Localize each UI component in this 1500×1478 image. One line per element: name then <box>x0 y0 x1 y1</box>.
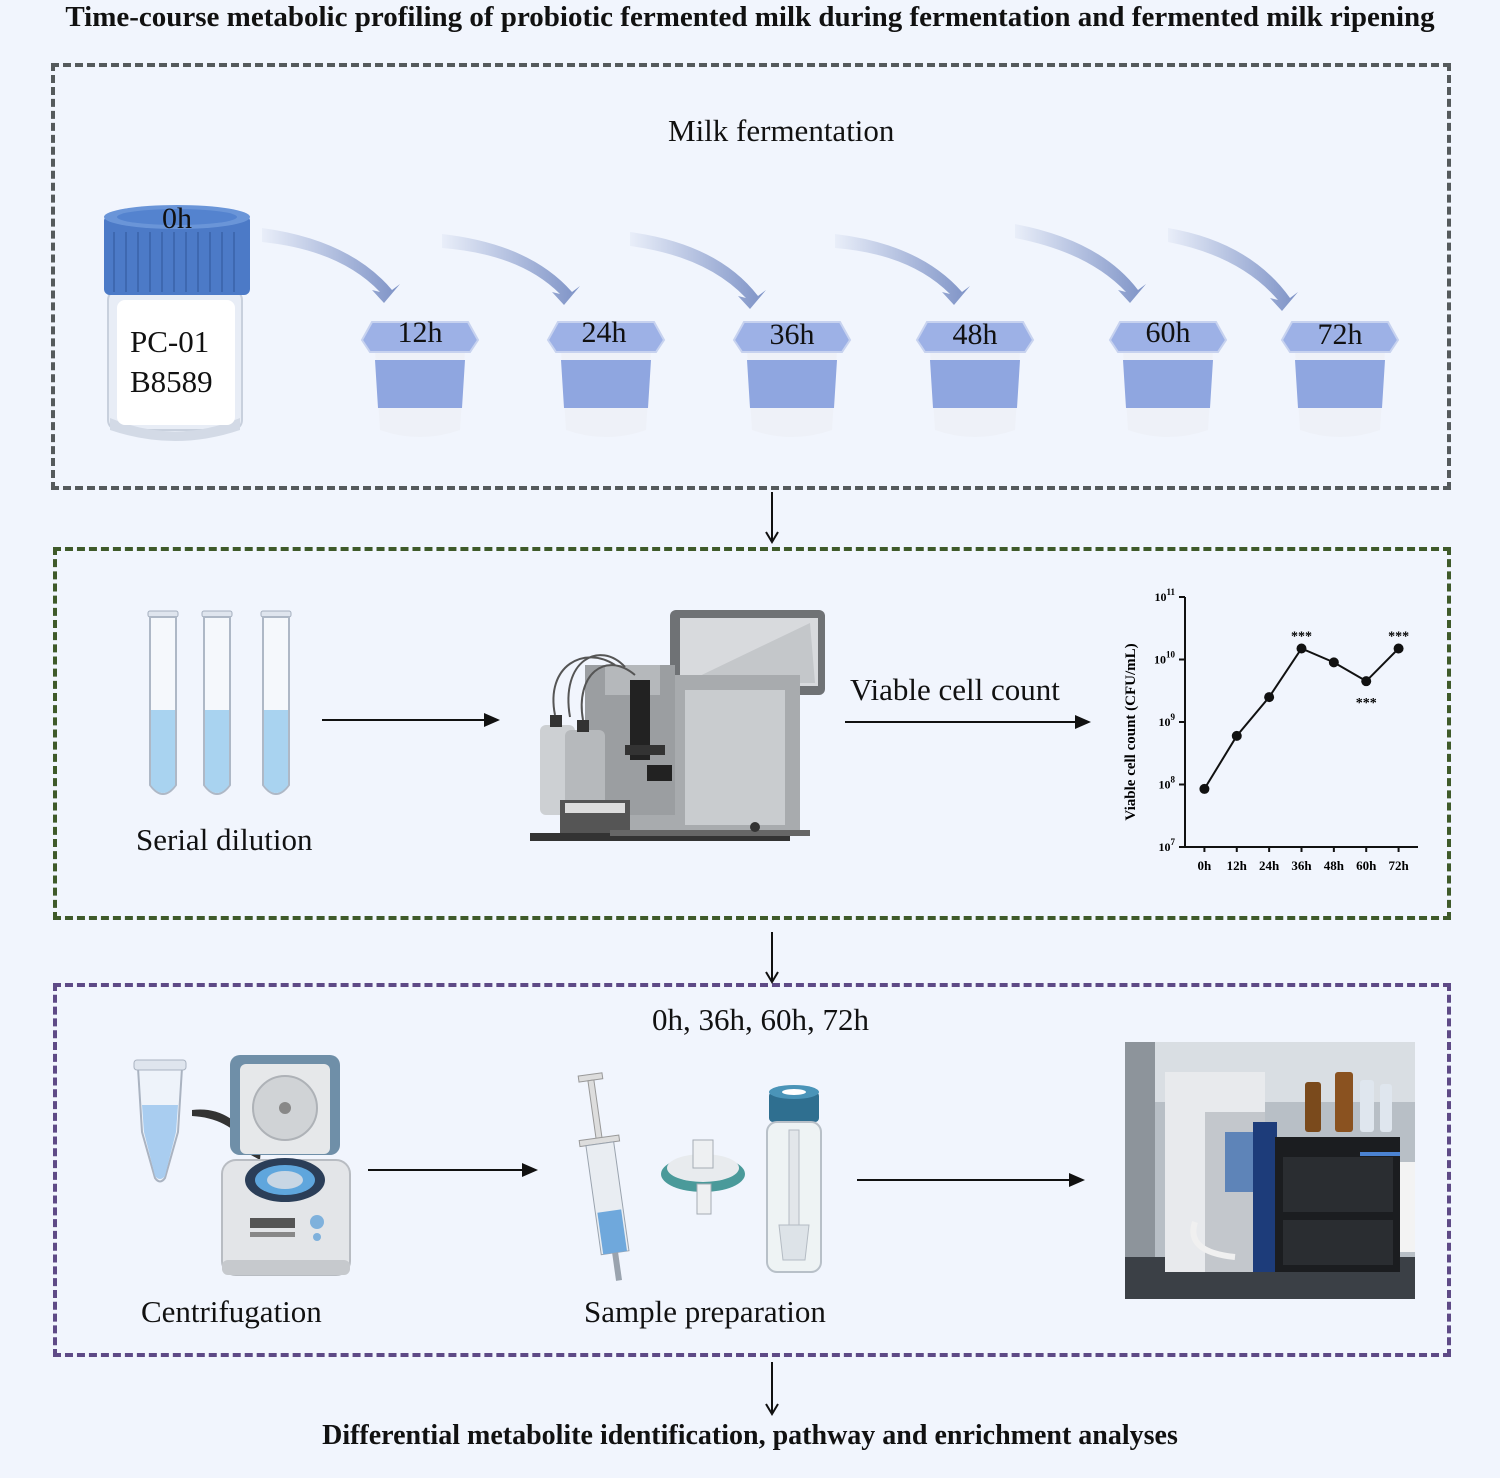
arrow-to-counter <box>322 713 500 727</box>
arrow-to-prep <box>368 1163 538 1177</box>
cup-label-48h: 48h <box>952 318 998 351</box>
chart-y-tick-label: 107 <box>1159 837 1176 854</box>
bottom-conclusion: Differential metabolite identification, … <box>322 1420 1178 1451</box>
chart-significance-label: *** <box>1388 629 1409 644</box>
chart-x-tick-label: 24h <box>1259 858 1280 873</box>
centrifugation-label: Centrifugation <box>141 1294 322 1329</box>
chart-y-tick-label: 1011 <box>1154 587 1175 604</box>
centrifuge-icon <box>133 1055 351 1276</box>
sample-preparation-label: Sample preparation <box>584 1294 826 1329</box>
arrow-to-chart <box>845 715 1091 729</box>
test-tube-icon <box>147 610 179 795</box>
serial-dilution-label: Serial dilution <box>136 822 313 857</box>
chart-data-point <box>1328 657 1339 668</box>
chart-x-tick-label: 48h <box>1324 858 1345 873</box>
chart-x-tick-label: 0h <box>1198 858 1213 873</box>
fermentation-arrows <box>262 224 1298 311</box>
fermentation-section <box>51 63 1451 490</box>
cup-icon <box>732 321 852 437</box>
jar-label-line1: PC-01 <box>130 324 210 359</box>
down-arrow-3 <box>765 1362 779 1416</box>
chart-data-point <box>1231 730 1242 741</box>
chart-x-tick-label: 12h <box>1227 858 1248 873</box>
chart-y-tick-label: 1010 <box>1154 650 1176 667</box>
chart-series-line <box>1203 647 1400 790</box>
cup-label-36h: 36h <box>769 318 815 351</box>
down-arrow-1 <box>765 492 779 544</box>
arrow-to-lcms <box>857 1173 1085 1187</box>
viable-count-chart: 107 108 109 1010 1011 0h 12h 24h 36h 48h 60h 72h ***… <box>1123 587 1418 873</box>
cell-count-section <box>53 547 1451 920</box>
chart-x-tick-label: 72h <box>1388 858 1409 873</box>
cup-icon <box>546 321 666 437</box>
chart-significance-label: *** <box>1356 696 1377 711</box>
fermentation-graphics <box>104 205 1400 441</box>
chart-data-point <box>1264 692 1275 703</box>
cup-label-12h: 12h <box>397 316 443 349</box>
cup-icon <box>1280 321 1400 437</box>
viable-cell-count-label: Viable cell count <box>850 672 1060 707</box>
lc-ms-instrument-photo <box>1125 1042 1415 1299</box>
selected-timepoints-label: 0h, 36h, 60h, 72h <box>652 1002 869 1037</box>
metabolomics-section <box>53 983 1451 1357</box>
cup-icon <box>360 321 480 437</box>
cup-label-60h: 60h <box>1145 316 1191 349</box>
figure-title: Time-course metabolic profiling of probi… <box>65 1 1435 33</box>
sample-prep-icon <box>577 1072 822 1281</box>
test-tube-icon <box>260 610 292 795</box>
cell-counter-instrument-icon <box>530 610 825 841</box>
test-tubes-icon <box>147 610 292 795</box>
chart-x-tick-label: 60h <box>1356 858 1377 873</box>
jar-time-label: 0h <box>162 202 192 235</box>
chart-significance-label: *** <box>1291 629 1312 644</box>
chart-data-point <box>1296 643 1307 654</box>
test-tube-icon <box>201 610 233 795</box>
chart-x-tick-label: 36h <box>1291 858 1312 873</box>
section-heading-fermentation: Milk fermentation <box>668 113 895 148</box>
chart-y-tick-label: 108 <box>1159 775 1176 792</box>
down-arrow-2 <box>765 932 779 984</box>
chart-y-axis-label: Viable cell count (CFU/mL) <box>1123 643 1139 820</box>
chart-data-point <box>1361 676 1372 687</box>
cup-label-72h: 72h <box>1317 318 1363 351</box>
chart-y-tick-label: 109 <box>1159 712 1176 729</box>
cup-label-24h: 24h <box>581 316 627 349</box>
jar-icon <box>104 205 250 441</box>
cup-icon <box>1108 321 1228 437</box>
chart-data-point <box>1393 643 1404 654</box>
cup-icons <box>360 321 1400 437</box>
cup-icon <box>915 321 1035 437</box>
chart-data-point <box>1199 783 1210 794</box>
jar-label-line2: B8589 <box>130 364 213 399</box>
